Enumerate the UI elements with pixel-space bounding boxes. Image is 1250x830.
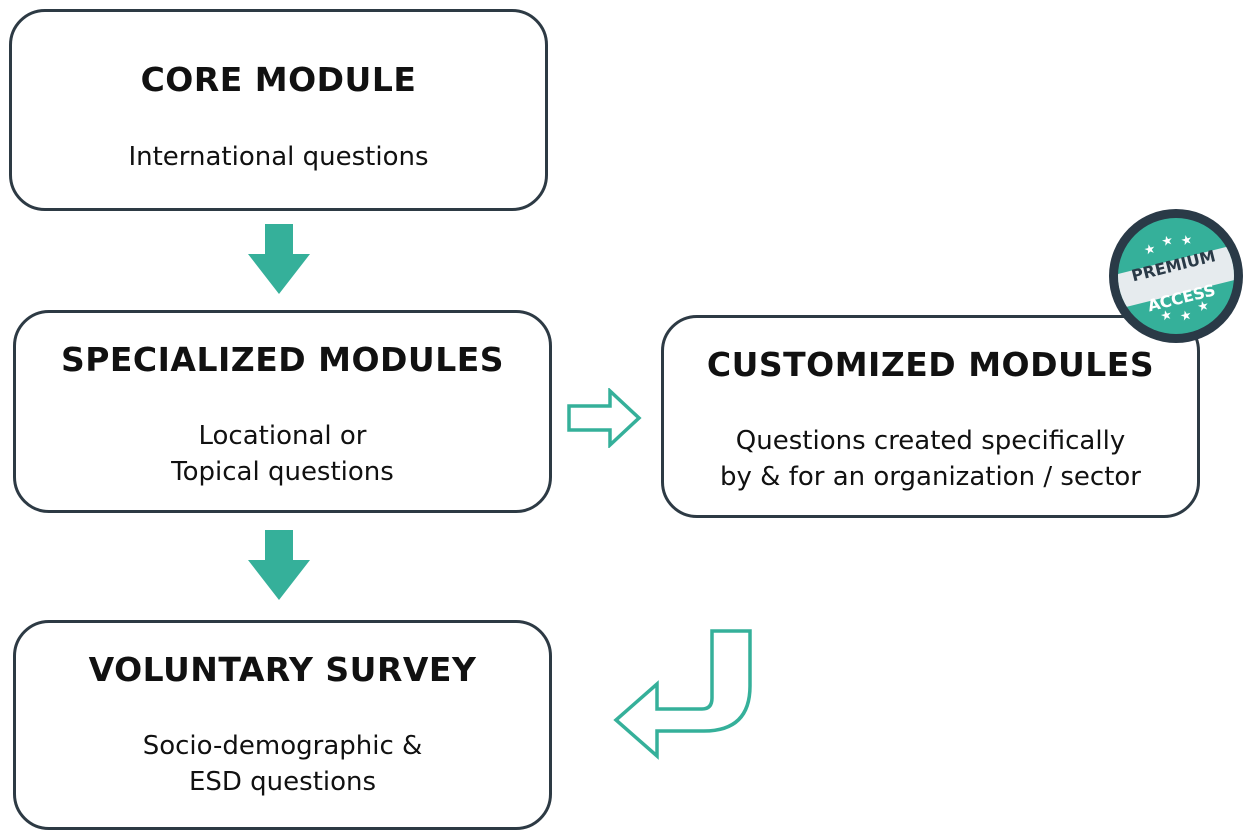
specialized-modules-line-1: Locational or bbox=[198, 421, 367, 451]
specialized-modules-line-2: Topical questions bbox=[171, 457, 394, 487]
core-module-description: International questions bbox=[12, 139, 545, 175]
voluntary-survey-line-2: ESD questions bbox=[188, 767, 377, 797]
specialized-modules-title: SPECIALIZED MODULES bbox=[60, 340, 505, 379]
customized-modules-description: Questions created specifically by & for … bbox=[664, 423, 1197, 495]
curved-return-arrow-outline-icon bbox=[613, 629, 752, 760]
svg-text:★: ★ bbox=[1179, 232, 1194, 249]
customized-modules-title: CUSTOMIZED MODULES bbox=[706, 345, 1155, 384]
down-arrow-icon bbox=[248, 224, 310, 294]
core-module-box: CORE MODULE International questions bbox=[9, 9, 548, 211]
core-module-line-1: International questions bbox=[128, 142, 429, 172]
customized-modules-line-1: Questions created specifically bbox=[735, 426, 1126, 456]
voluntary-survey-description: Socio-demographic & ESD questions bbox=[16, 728, 549, 800]
svg-text:★: ★ bbox=[1142, 241, 1157, 258]
specialized-modules-description: Locational or Topical questions bbox=[16, 418, 549, 490]
right-arrow-outline-icon bbox=[567, 388, 642, 448]
premium-access-badge-icon: ★ ★ ★ ★ ★ ★ PREMIUM ACCESS bbox=[1109, 209, 1243, 343]
voluntary-survey-box: VOLUNTARY SURVEY Socio-demographic & ESD… bbox=[13, 620, 552, 830]
svg-text:★: ★ bbox=[1160, 233, 1175, 250]
svg-text:★: ★ bbox=[1196, 298, 1211, 315]
core-module-title: CORE MODULE bbox=[140, 60, 417, 99]
down-arrow-icon bbox=[248, 530, 310, 600]
svg-text:★: ★ bbox=[1179, 308, 1194, 325]
customized-modules-box: CUSTOMIZED MODULES Questions created spe… bbox=[661, 315, 1200, 518]
specialized-modules-box: SPECIALIZED MODULES Locational or Topica… bbox=[13, 310, 552, 513]
voluntary-survey-title: VOLUNTARY SURVEY bbox=[88, 650, 477, 689]
customized-modules-line-2: by & for an organization / sector bbox=[720, 462, 1141, 492]
voluntary-survey-line-1: Socio-demographic & bbox=[142, 731, 423, 761]
svg-text:★: ★ bbox=[1159, 307, 1174, 324]
